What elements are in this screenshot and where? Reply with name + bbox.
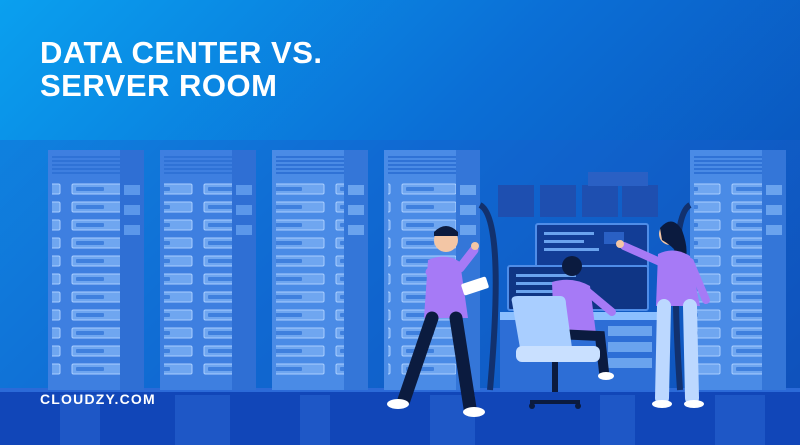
server-rack-1 xyxy=(48,150,144,390)
title-line-1: DATA CENTER VS. xyxy=(40,35,323,70)
title-line-2: SERVER ROOM xyxy=(40,68,278,103)
server-rack-2 xyxy=(160,150,256,390)
page-title: DATA CENTER VS. SERVER ROOM xyxy=(40,36,323,102)
wall-monitors xyxy=(498,172,658,217)
office-chair-icon xyxy=(511,296,600,409)
tablet-icon xyxy=(461,276,489,296)
brand-logo-text: CLOUDZY.COM xyxy=(40,391,156,407)
server-rack-3 xyxy=(272,150,368,390)
standing-person xyxy=(616,221,710,408)
server-rack-5 xyxy=(690,150,786,390)
walking-person xyxy=(387,226,489,417)
